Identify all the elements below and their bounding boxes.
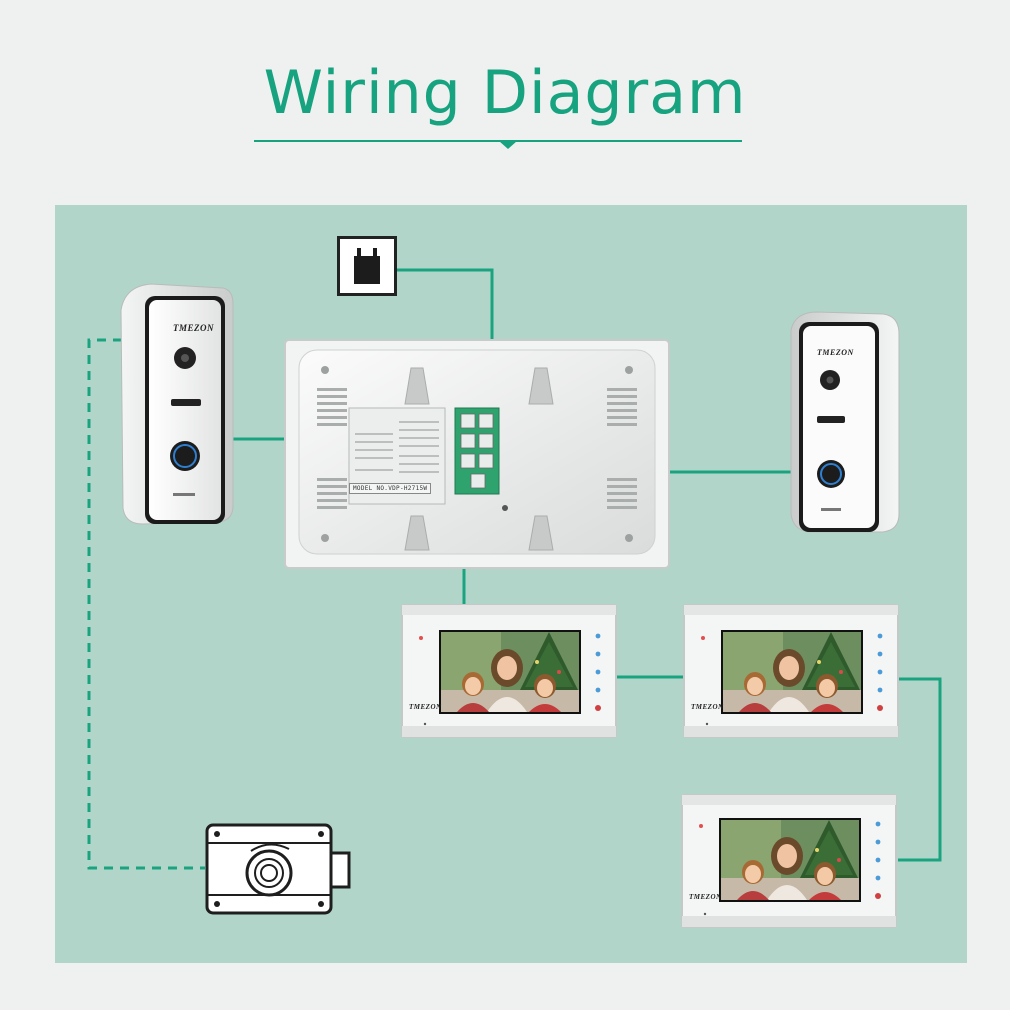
electric-lock (203, 823, 353, 915)
power-adapter (337, 236, 397, 296)
electric-lock-icon (205, 823, 351, 915)
diagram-title: Wiring Diagram (263, 58, 747, 128)
title-underline (254, 140, 742, 142)
main-monitor-back: MODEL NO.VDP-H2715W (283, 338, 671, 570)
indoor-monitor-3: TMEZON (681, 794, 897, 928)
indoor-monitor-1: TMEZON (401, 604, 617, 738)
model-number-label: MODEL NO.VDP-H2715W (349, 483, 432, 494)
monitor-3-screen (721, 820, 859, 900)
monitor-2-screen (723, 632, 861, 712)
title-underline-notch (499, 141, 517, 149)
doorbell-camera-left: TMEZON (115, 280, 235, 530)
monitor-2-brand: TMEZON (691, 703, 724, 711)
indoor-monitor-2: TMEZON (683, 604, 899, 738)
monitor-3-brand: TMEZON (689, 893, 722, 901)
wire-doorbell-left-to-lock (87, 338, 205, 870)
doorbell-right-brand: TMEZON (817, 348, 854, 357)
doorbell-camera-right: TMEZON (787, 308, 902, 536)
doorbell-left-brand: TMEZON (173, 323, 214, 333)
power-adapter-icon (337, 236, 397, 296)
monitor-1-screen (441, 632, 579, 712)
monitor-1-brand: TMEZON (409, 703, 442, 711)
wire-monitor-2-to-monitor-3 (898, 677, 942, 862)
